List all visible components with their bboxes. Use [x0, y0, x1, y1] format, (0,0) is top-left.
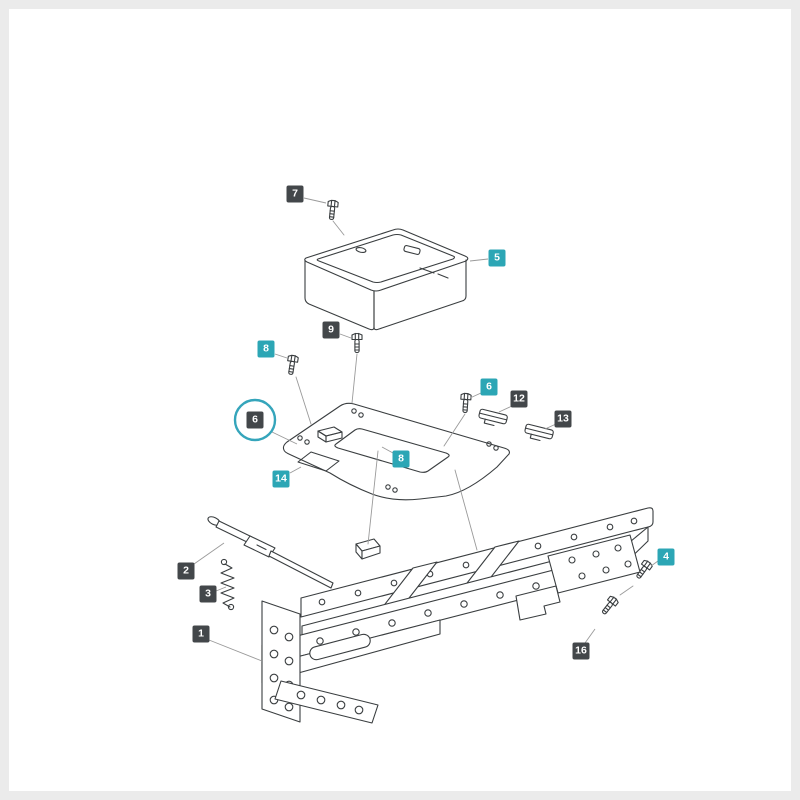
leader-line-16 — [584, 628, 596, 644]
part-drawing-lever — [207, 516, 334, 589]
part-label-6[interactable]: 6 — [480, 378, 498, 396]
leader-line-8 — [381, 446, 394, 454]
part-label-4[interactable]: 4 — [657, 548, 675, 566]
part-label-13[interactable]: 13 — [554, 410, 572, 428]
part-drawing-clip-13 — [524, 423, 554, 442]
assembly-lines — [295, 220, 634, 596]
leader-line-9 — [339, 333, 352, 339]
part-label-16[interactable]: 16 — [572, 642, 590, 660]
leader-line-2 — [193, 542, 225, 565]
highlight-circle — [233, 398, 277, 442]
part-drawing-spring — [220, 558, 235, 611]
leader-line-5 — [469, 258, 489, 262]
part-label-8[interactable]: 8 — [392, 450, 410, 468]
leader-line-8 — [274, 353, 288, 359]
part-label-3[interactable]: 3 — [199, 585, 217, 603]
leader-line-6 — [469, 392, 482, 399]
part-label-7[interactable]: 7 — [286, 185, 304, 203]
leader-line-4 — [650, 560, 659, 567]
part-drawing-battery-box — [304, 228, 469, 331]
leader-line-1 — [208, 639, 263, 662]
leader-line-6 — [271, 431, 298, 445]
part-label-5[interactable]: 5 — [488, 249, 506, 267]
part-label-6[interactable]: 6 — [246, 411, 264, 429]
part-drawing-clip-12 — [478, 408, 508, 427]
part-label-8[interactable]: 8 — [257, 340, 275, 358]
leader-line-12 — [498, 405, 513, 413]
part-drawing-frame — [261, 507, 654, 724]
part-label-12[interactable]: 12 — [510, 390, 528, 408]
part-label-1[interactable]: 1 — [192, 625, 210, 643]
leader-line-13 — [544, 423, 557, 430]
leader-line-7 — [303, 197, 327, 204]
leader-line-14 — [289, 466, 302, 474]
leader-line-3 — [215, 586, 227, 592]
part-label-2[interactable]: 2 — [177, 562, 195, 580]
part-label-9[interactable]: 9 — [322, 321, 340, 339]
part-label-14[interactable]: 14 — [272, 470, 290, 488]
